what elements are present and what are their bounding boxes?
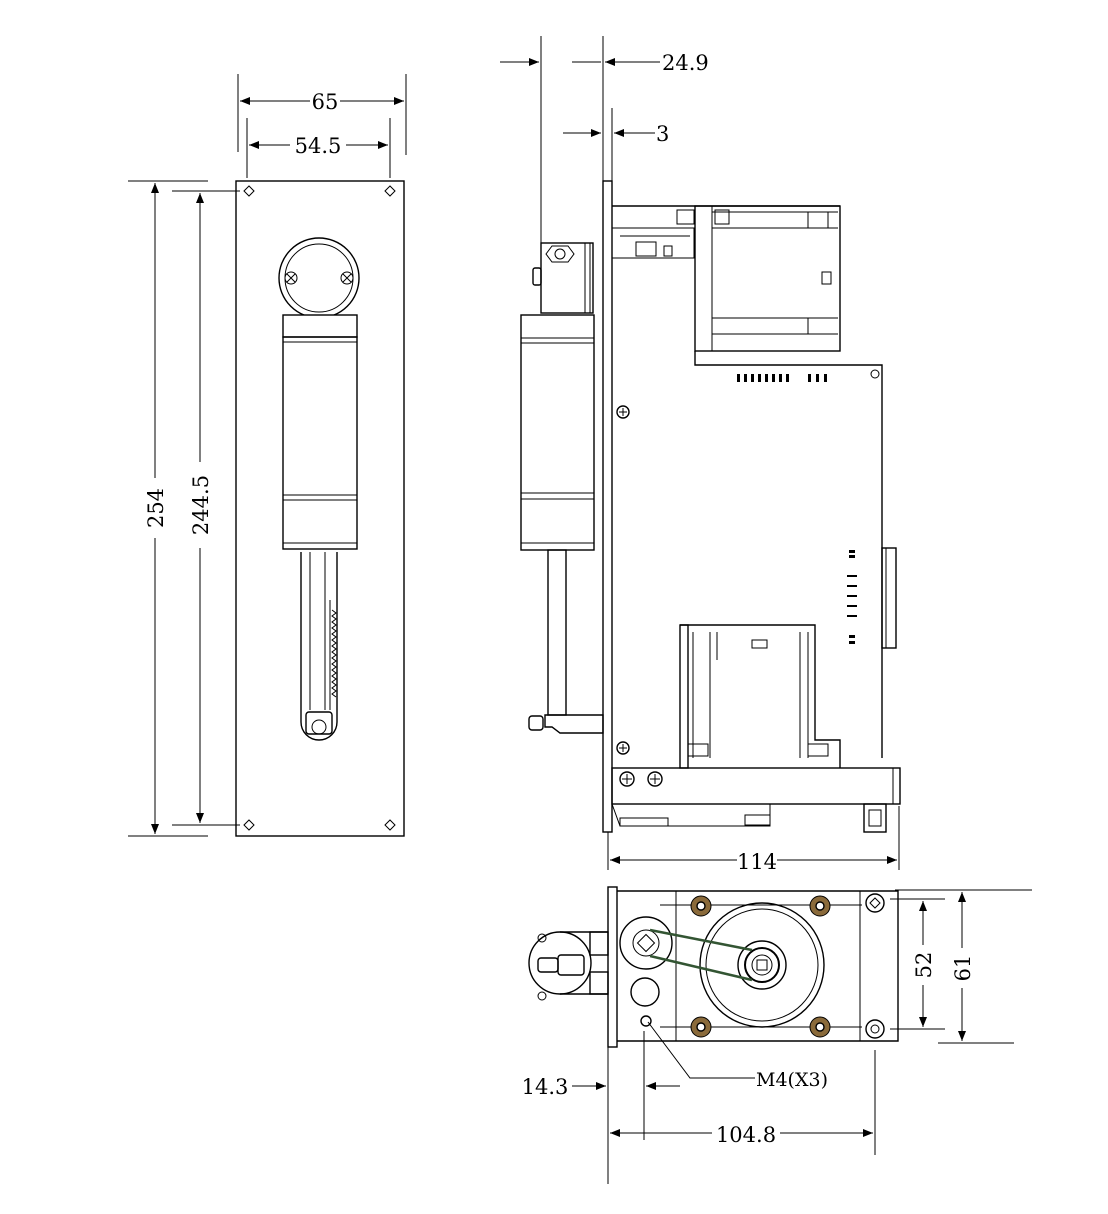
mount-hole-note: M4(X3): [756, 1069, 828, 1091]
lower-bracket: [680, 624, 841, 768]
bottom-view: 52 61 M4(X3) 14.3 104.8: [522, 886, 1032, 1184]
cylinder-cap: [282, 314, 358, 338]
motor-housing: [699, 902, 825, 1028]
dim-height-outer: 254: [144, 488, 168, 528]
knob-side-nut: [545, 245, 575, 263]
dim-bottom-hole-span: 104.8: [716, 1123, 776, 1147]
rod-end-pin: [311, 719, 327, 735]
side-view: 24.9 3: [500, 36, 901, 874]
rack-teeth: [331, 609, 337, 698]
motor-block: [694, 205, 841, 352]
idler: [630, 977, 660, 1007]
mount-hole-leader: [647, 1021, 755, 1079]
dim-width-holes: 54.5: [295, 134, 342, 158]
side-panel: [602, 180, 613, 833]
bottom-panel-edge: [607, 886, 618, 1048]
mount-hole-bottom-right: [384, 819, 396, 831]
dim-bottom-outer: 61: [951, 955, 975, 982]
motor-screws: [690, 895, 831, 1038]
dim-width-outer: 65: [312, 90, 339, 114]
front-panel-outline: [235, 180, 405, 837]
cylinder-body: [282, 336, 358, 550]
dim-panel-thickness: 3: [656, 122, 669, 146]
knob-inner: [284, 243, 354, 313]
cylinder-side: [520, 314, 595, 551]
rod-slot: [300, 552, 338, 741]
pulley: [619, 916, 673, 970]
front-view: 65 54.5 254 244.5: [128, 74, 407, 837]
bottom-body: [617, 890, 899, 1042]
dim-body-depth: 114: [737, 850, 777, 874]
mount-hole-top-right: [384, 185, 396, 197]
rod-side: [547, 549, 567, 716]
pcb-pins: [737, 374, 857, 644]
dim-bottom-holes: 52: [912, 952, 936, 979]
rod-end: [305, 711, 333, 735]
rod-side-bracket: [544, 714, 604, 734]
dim-depth-to-panel: 24.9: [662, 51, 709, 75]
knob-screw-left: [284, 271, 298, 285]
knob-screw-right: [340, 271, 354, 285]
base-tab: [863, 803, 887, 833]
dim-height-holes: 244.5: [189, 475, 213, 535]
pcb-outline: [694, 351, 883, 758]
base-plate: [611, 767, 901, 805]
drive-belt: [649, 928, 753, 982]
mount-hole-bottom-left: [243, 819, 255, 831]
dim-bottom-offset: 14.3: [522, 1075, 569, 1099]
side-connector: [881, 547, 897, 649]
mount-hole-top-left: [243, 185, 255, 197]
